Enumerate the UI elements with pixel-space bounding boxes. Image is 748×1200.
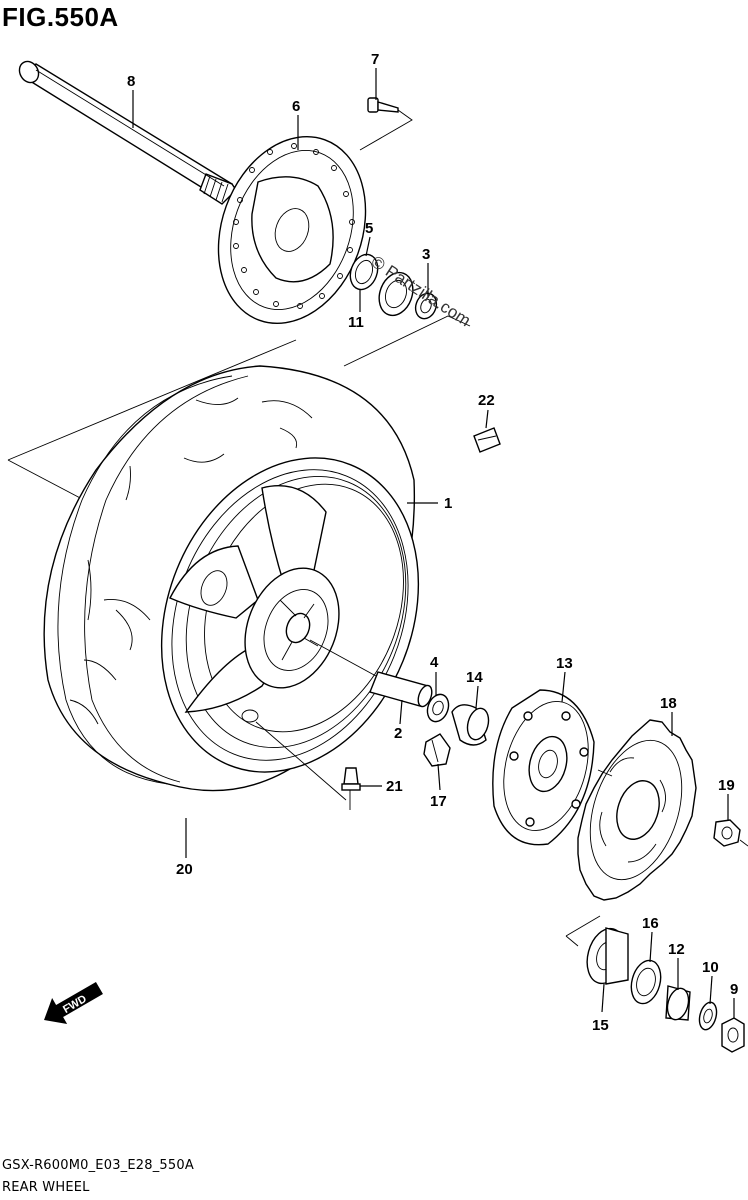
callout-1[interactable]: 1 bbox=[444, 495, 452, 512]
spacer-part[interactable] bbox=[369, 671, 434, 708]
callout-2[interactable]: 2 bbox=[394, 725, 402, 742]
axle-part[interactable] bbox=[16, 58, 237, 205]
callout-4[interactable]: 4 bbox=[430, 654, 439, 671]
callout-3[interactable]: 3 bbox=[422, 246, 430, 263]
leader-lines bbox=[132, 68, 735, 1018]
sprocket-mount-part[interactable] bbox=[490, 689, 601, 846]
washer-10-part[interactable] bbox=[697, 1000, 720, 1031]
figure-title: FIG.550A bbox=[2, 2, 119, 32]
assembly-center-lines bbox=[255, 639, 613, 801]
rear-sprocket-part[interactable] bbox=[574, 719, 698, 901]
hub-seal-parts[interactable] bbox=[346, 251, 440, 322]
damper-part[interactable] bbox=[423, 733, 451, 767]
sleeve-part[interactable] bbox=[451, 704, 492, 746]
axle-nut-9-part[interactable] bbox=[721, 1017, 745, 1053]
wheel-rim-part[interactable] bbox=[116, 419, 464, 811]
callout-8[interactable]: 8 bbox=[127, 73, 135, 90]
callout-15[interactable]: 15 bbox=[592, 1017, 609, 1034]
callout-6[interactable]: 6 bbox=[292, 98, 300, 115]
callout-21[interactable]: 21 bbox=[386, 778, 403, 795]
callout-9[interactable]: 9 bbox=[730, 981, 738, 998]
disc-group-bracket bbox=[7, 109, 471, 501]
callout-13[interactable]: 13 bbox=[556, 655, 573, 672]
sprocket-nut-part[interactable] bbox=[713, 819, 741, 847]
bearing-4-part[interactable] bbox=[424, 691, 452, 724]
callout-12[interactable]: 12 bbox=[668, 941, 685, 958]
disc-bolt-part[interactable] bbox=[367, 97, 399, 113]
figure-code: GSX-R600M0_E03_E28_550A bbox=[2, 1158, 194, 1173]
callout-5[interactable]: 5 bbox=[365, 220, 373, 237]
brake-disc-part[interactable] bbox=[193, 116, 390, 344]
lower-group-bracket bbox=[565, 839, 748, 947]
callout-11[interactable]: 11 bbox=[348, 314, 364, 331]
callout-20[interactable]: 20 bbox=[176, 861, 193, 878]
callout-22[interactable]: 22 bbox=[478, 392, 495, 409]
fwd-arrow-icon: FWD bbox=[44, 981, 103, 1024]
spacer-12-part[interactable] bbox=[664, 985, 692, 1022]
callout-17[interactable]: 17 bbox=[430, 793, 447, 810]
oil-seal-16-part[interactable] bbox=[627, 957, 665, 1007]
bearing-15-part[interactable] bbox=[581, 924, 630, 987]
callout-10[interactable]: 10 bbox=[702, 959, 719, 976]
callout-7[interactable]: 7 bbox=[371, 51, 379, 68]
valve-part[interactable] bbox=[341, 767, 361, 810]
balance-weight-part[interactable] bbox=[473, 427, 501, 453]
callout-16[interactable]: 16 bbox=[642, 915, 659, 932]
callout-19[interactable]: 19 bbox=[718, 777, 735, 794]
fwd-label: FWD bbox=[61, 993, 89, 1016]
callout-labels: 8 6 7 5 3 11 22 1 4 13 14 2 18 19 21 17 … bbox=[127, 51, 738, 1034]
figure-name: REAR WHEEL bbox=[2, 1180, 90, 1195]
callout-14[interactable]: 14 bbox=[466, 669, 483, 686]
callout-18[interactable]: 18 bbox=[660, 695, 677, 712]
